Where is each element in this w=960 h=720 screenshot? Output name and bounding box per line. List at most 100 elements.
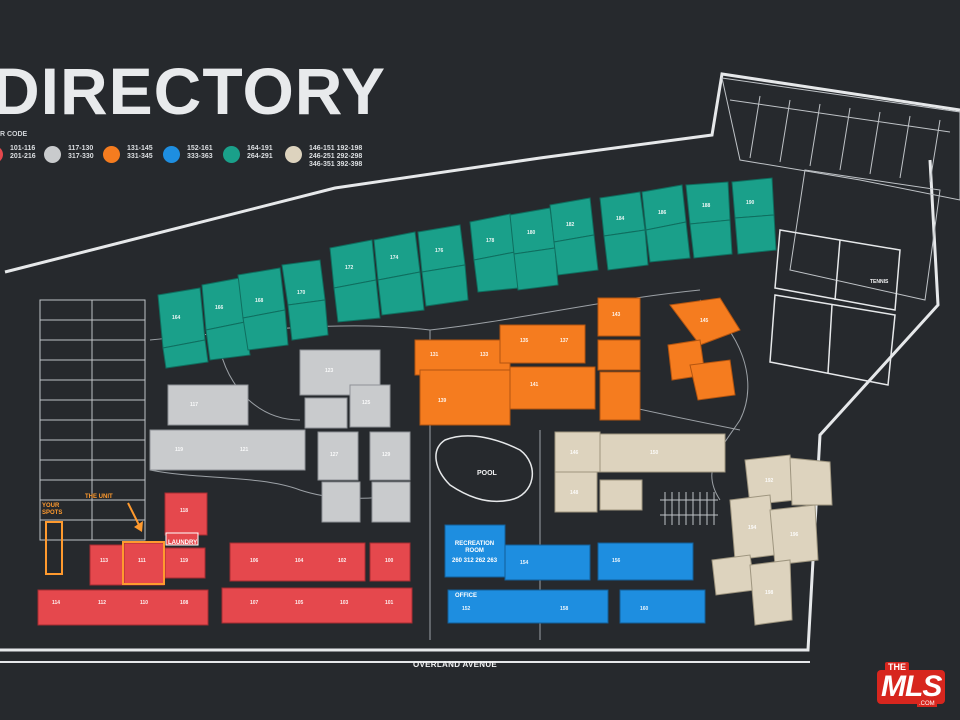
building-number: 170: [297, 290, 306, 296]
your-spots-label: YOUR SPOTS: [42, 503, 63, 516]
recreation-room-title: RECREATION ROOM: [454, 541, 495, 554]
the-unit-highlight: [122, 541, 165, 585]
building-number: 176: [435, 248, 444, 254]
building-number: 113: [100, 558, 109, 564]
building-number: 125: [362, 400, 371, 406]
mls-logo: THE MLS .COM: [877, 662, 946, 708]
building-number: 192: [765, 478, 774, 484]
building-number: 111: [138, 558, 146, 564]
building-number: 102: [338, 558, 347, 564]
building-number: 101: [385, 600, 394, 606]
legend-range: 317-330: [68, 153, 94, 160]
mls-logo-domain: .COM: [917, 701, 937, 707]
legend-range: 346-351 392-398: [309, 161, 363, 168]
building-number: 156: [612, 558, 621, 564]
property-boundary-east: [0, 159, 940, 652]
laundry-box: [165, 532, 199, 546]
pool: [435, 435, 534, 503]
tan-buildings: [554, 431, 833, 626]
building-number: 190: [746, 200, 755, 206]
legend-range: 101-116: [10, 145, 36, 152]
building-number: 127: [330, 452, 339, 458]
your-spots-highlight: [45, 521, 63, 575]
blue-buildings: [444, 524, 706, 624]
building-number: 196: [790, 532, 799, 538]
legend-range: 131-145: [127, 145, 153, 152]
mls-logo-text: MLS: [877, 670, 946, 704]
building-number: 100: [385, 558, 394, 564]
legend-range: 117-130: [68, 145, 94, 152]
building-number: 108: [180, 600, 189, 606]
parking-northeast: [721, 77, 960, 301]
building-number: 194: [748, 525, 757, 531]
building-number: 143: [612, 312, 621, 318]
building-number: 110: [140, 600, 149, 606]
legend-swatch-red: [0, 146, 3, 163]
building-number: 131: [430, 352, 439, 358]
orange-buildings: [414, 297, 741, 426]
building-number: 141: [530, 382, 539, 388]
parking-west: [39, 299, 146, 541]
building-number: 182: [566, 222, 575, 228]
gray-buildings: [149, 349, 411, 523]
building-number: 117: [190, 402, 199, 408]
pool-label: POOL: [477, 470, 497, 477]
building-number: 146: [570, 450, 579, 456]
building-number: 152: [462, 606, 471, 612]
legend-swatch-orange: [103, 146, 120, 163]
building-number: 118: [180, 508, 189, 514]
tennis-label: TENNIS: [870, 279, 889, 285]
legend-range: 333-363: [187, 153, 213, 160]
building-number: 186: [658, 210, 667, 216]
building-number: 114: [52, 600, 61, 606]
legend-caption: R CODE: [0, 131, 28, 138]
recreation-room-label: RECREATION ROOM 260 312 262 263: [452, 541, 497, 565]
legend-range: 201-216: [10, 153, 36, 160]
building-number: 121: [240, 447, 249, 453]
building-number: 103: [340, 600, 349, 606]
property-boundary: [4, 72, 960, 274]
building-number: 168: [255, 298, 264, 304]
building-number: 139: [438, 398, 447, 404]
building-number: 119: [180, 558, 189, 564]
building-number: 174: [390, 255, 399, 261]
building-number: 172: [345, 265, 354, 271]
building-number: 150: [650, 450, 659, 456]
building-number: 148: [570, 490, 579, 496]
legend-swatch-teal: [223, 146, 240, 163]
legend-range: 246-251 292-298: [309, 153, 363, 160]
building-number: 119: [175, 447, 184, 453]
building-number: 105: [295, 600, 304, 606]
office-label: OFFICE: [455, 593, 477, 599]
building-number: 133: [480, 352, 489, 358]
building-number: 107: [250, 600, 259, 606]
tennis-courts: [769, 229, 901, 386]
building-number: 112: [98, 600, 107, 606]
legend-range: 264-291: [247, 153, 273, 160]
building-number: 129: [382, 452, 391, 458]
legend-range: 146-151 192-198: [309, 145, 363, 152]
legend-swatch-tan: [285, 146, 302, 163]
building-number: 104: [295, 558, 304, 564]
building-number: 135: [520, 338, 529, 344]
building-number: 178: [486, 238, 495, 244]
legend-range: 331-345: [127, 153, 153, 160]
building-number: 106: [250, 558, 259, 564]
laundry-label: LAUNDRY: [168, 540, 198, 546]
road-label: OVERLAND AVENUE: [413, 660, 498, 669]
legend-swatch-blue: [163, 146, 180, 163]
building-number: 123: [325, 368, 334, 374]
legend-range: 164-191: [247, 145, 273, 152]
building-number: 198: [765, 590, 774, 596]
recreation-room-numbers: 260 312 262 263: [452, 558, 498, 564]
mls-logo-the: THE: [885, 662, 909, 672]
the-unit-arrowhead: [134, 521, 143, 532]
building-number: 145: [700, 318, 709, 324]
building-number: 166: [215, 305, 224, 311]
the-unit-label: THE UNIT: [85, 494, 113, 500]
legend-range: 152-161: [187, 145, 213, 152]
red-buildings: [37, 492, 413, 626]
teal-buildings: [157, 177, 777, 369]
the-unit-arrow: [127, 502, 141, 528]
